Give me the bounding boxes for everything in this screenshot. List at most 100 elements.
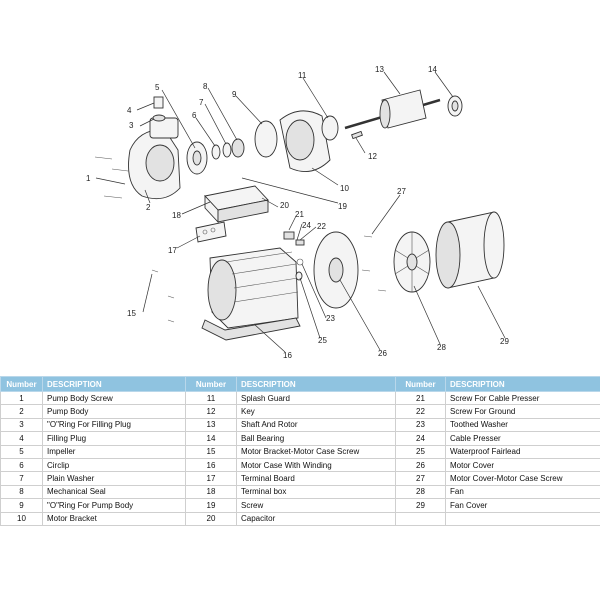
part-description: Terminal Board: [236, 471, 396, 486]
part-number: 20: [185, 511, 237, 526]
part-description: Motor Bracket: [42, 511, 186, 526]
part-number: 5: [0, 444, 43, 459]
part-number: 24: [395, 431, 446, 446]
part-description: Splash Guard: [236, 390, 396, 406]
callout-11: 11: [298, 71, 307, 80]
callout-17: 17: [168, 246, 177, 255]
callout-labels: 1 2 3 4 5 6 7 8 9 10 11 12 13 14 15 16 1…: [86, 65, 509, 360]
part-number: 7: [0, 471, 43, 486]
filling-plug: [152, 96, 166, 122]
part-number: [395, 511, 446, 526]
table-row: 5 Impeller 15 Motor Bracket-Motor Case S…: [0, 444, 600, 459]
callout-6: 6: [192, 111, 197, 120]
part-description: Key: [236, 404, 396, 419]
part-description: Motor Bracket-Motor Case Screw: [236, 444, 396, 459]
part-description: Circlip: [42, 457, 186, 473]
motor-bracket-screws: [151, 269, 175, 323]
terminal-board: [195, 221, 227, 243]
part-number: 22: [395, 404, 446, 419]
callout-15: 15: [127, 309, 136, 318]
part-description: Cable Presser: [445, 431, 600, 446]
diagram-svg: 1 2 3 4 5 6 7 8 9 10 11 12 13 14 15 16 1…: [86, 65, 509, 360]
key: [351, 130, 363, 140]
motor-cover: [313, 231, 359, 309]
callout-29: 29: [500, 337, 509, 346]
part-number: 26: [395, 457, 446, 473]
callout-24: 24: [302, 221, 311, 230]
seal-parts: [211, 138, 245, 160]
part-description: Pump Body: [42, 404, 186, 419]
part-number: 3: [0, 417, 43, 433]
part-description: Terminal box: [236, 484, 396, 500]
part-number: 1: [0, 390, 43, 406]
col-header-description-2: DESCRIPTION: [236, 376, 396, 392]
callout-25: 25: [318, 336, 327, 345]
part-number: 17: [185, 471, 237, 486]
part-description: Toothed Washer: [445, 417, 600, 433]
table-row: 9 "O"Ring For Pump Body 19 Screw 29 Fan …: [0, 498, 600, 513]
leader-lines: [95, 71, 506, 353]
pump-body: [128, 117, 181, 200]
ball-bearing: [447, 95, 463, 117]
col-header-description-1: DESCRIPTION: [42, 376, 186, 392]
callout-19: 19: [338, 202, 347, 211]
part-description: [445, 511, 600, 526]
motor-bracket: [279, 110, 331, 173]
col-header-description-3: DESCRIPTION: [445, 376, 600, 392]
part-number: 10: [0, 511, 43, 526]
callout-9: 9: [232, 90, 237, 99]
part-number: 23: [395, 417, 446, 433]
part-number: 14: [185, 431, 237, 446]
callout-3: 3: [129, 121, 134, 130]
callout-7: 7: [199, 98, 204, 107]
callout-16: 16: [283, 351, 292, 360]
part-number: 6: [0, 457, 43, 473]
callout-12: 12: [368, 152, 377, 161]
callout-27: 27: [397, 187, 406, 196]
part-number: 29: [395, 498, 446, 513]
part-description: Ball Bearing: [236, 431, 396, 446]
callout-2: 2: [146, 203, 151, 212]
part-description: Fan: [445, 484, 600, 500]
part-number: 8: [0, 484, 43, 500]
part-description: Waterproof Fairlead: [445, 444, 600, 459]
callout-14: 14: [428, 65, 437, 74]
fan: [393, 231, 431, 293]
callout-18: 18: [172, 211, 181, 220]
part-description: "O"Ring For Filling Plug: [42, 417, 186, 433]
part-description: "O"Ring For Pump Body: [42, 498, 186, 513]
part-number: 16: [185, 457, 237, 473]
part-number: 18: [185, 484, 237, 500]
impeller: [186, 141, 208, 175]
callout-10: 10: [340, 184, 349, 193]
shaft-and-rotor: [344, 89, 441, 130]
callout-22: 22: [317, 222, 326, 231]
callout-5: 5: [155, 83, 160, 92]
callout-28: 28: [437, 343, 446, 352]
part-description: Motor Cover: [445, 457, 600, 473]
o-ring-pump-body: [254, 120, 278, 158]
part-number: 4: [0, 431, 43, 446]
part-description: Impeller: [42, 444, 186, 459]
col-header-number-3: Number: [395, 376, 446, 392]
part-number: 28: [395, 484, 446, 500]
table-row: 7 Plain Washer 17 Terminal Board 27 Moto…: [0, 471, 600, 486]
callout-21: 21: [295, 210, 304, 219]
table-row: 6 Circlip 16 Motor Case With Winding 26 …: [0, 457, 600, 473]
callout-1: 1: [86, 174, 91, 183]
part-description: Screw: [236, 498, 396, 513]
part-description: Plain Washer: [42, 471, 186, 486]
part-number: 19: [185, 498, 237, 513]
table-row: 8 Mechanical Seal 18 Terminal box 28 Fan: [0, 484, 600, 500]
callout-4: 4: [127, 106, 132, 115]
part-number: 12: [185, 404, 237, 419]
part-description: Pump Body Screw: [42, 390, 186, 406]
fan-cover: [435, 211, 505, 289]
exploded-pump-diagram: 1 2 3 4 5 6 7 8 9 10 11 12 13 14 15 16 1…: [86, 65, 509, 360]
table-header-row: Number DESCRIPTION Number DESCRIPTION Nu…: [0, 376, 600, 392]
parts-table: Number DESCRIPTION Number DESCRIPTION Nu…: [0, 376, 600, 526]
part-description: Screw For Ground: [445, 404, 600, 419]
part-description: Capacitor: [236, 511, 396, 526]
motor-case: [201, 247, 301, 341]
part-description: Fan Cover: [445, 498, 600, 513]
